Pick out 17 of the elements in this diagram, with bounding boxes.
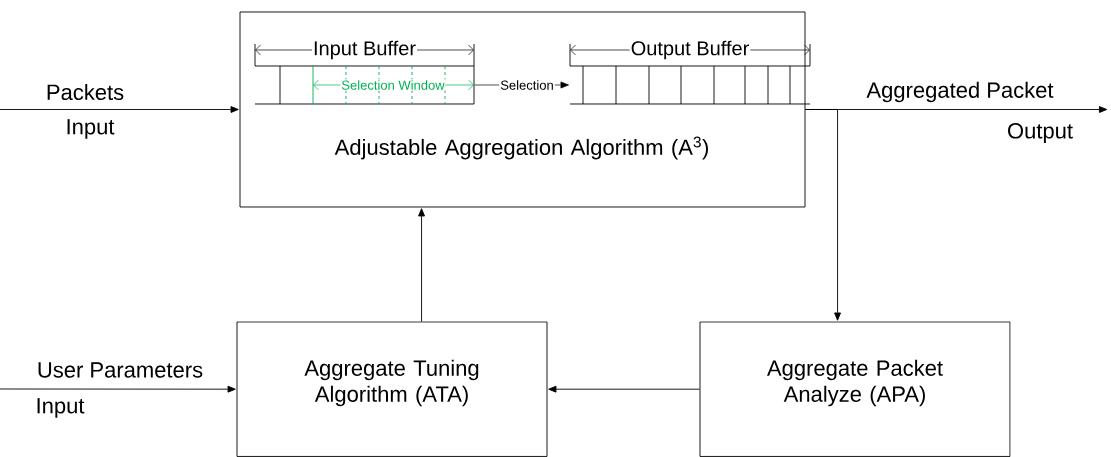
arrow bbox=[0, 106, 239, 113]
io-label: Input bbox=[67, 119, 115, 139]
edge-label: Selection bbox=[499, 79, 555, 91]
io-label: Input bbox=[37, 398, 85, 418]
process-box: Aggregate Tuning Algorithm (ATA) bbox=[236, 321, 548, 457]
edge-label: Aggregated Packet bbox=[866, 81, 1054, 103]
io-label: Output bbox=[1008, 123, 1073, 143]
arrow bbox=[0, 385, 236, 393]
arrow bbox=[805, 109, 841, 321]
process-box: Aggregate Packet Analyze (APA) bbox=[699, 321, 1011, 457]
arrow bbox=[548, 385, 700, 393]
buffer-heading: Input Buffer bbox=[312, 39, 418, 61]
dimension-line: Selection Window bbox=[313, 79, 474, 91]
buffer-heading: Output Buffer bbox=[629, 39, 751, 61]
arrow bbox=[418, 208, 425, 322]
edge-label: User Parameters bbox=[38, 362, 203, 378]
edge-label: Packets bbox=[47, 83, 124, 101]
